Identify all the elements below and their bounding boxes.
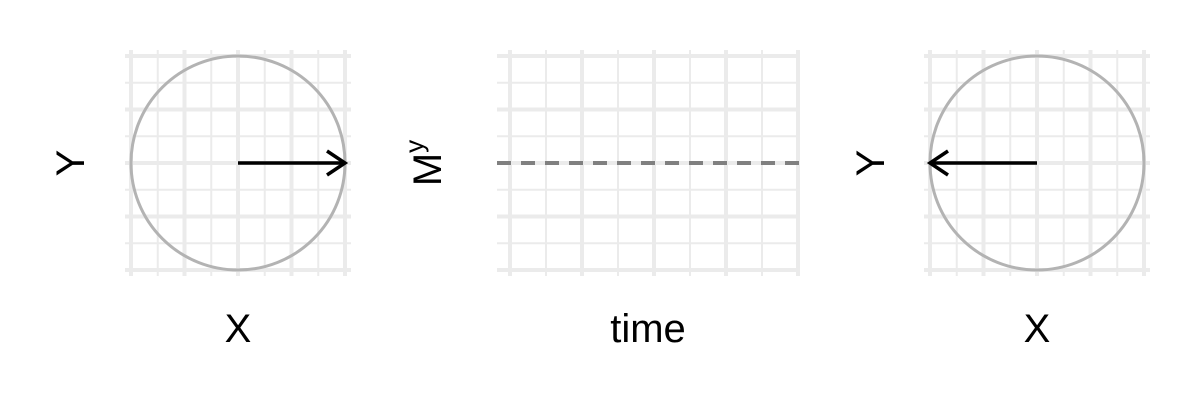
right-x-axis-label: X [1024,307,1051,351]
left-y-axis-label: Y [49,150,93,177]
panel-right-circle-plot: X Y [849,50,1150,351]
left-arrow-head [326,149,349,177]
right-vector-arrow [926,149,1037,177]
right-arrow-head [926,149,949,177]
left-vector-arrow [238,149,349,177]
panel-middle-time-plot: time My [399,50,800,351]
middle-y-axis-label-main: M [406,153,450,186]
middle-y-axis-label: My [399,140,450,186]
right-y-axis-label: Y [849,150,893,177]
middle-y-axis-label-subscript: y [399,140,429,153]
middle-x-axis-label: time [610,307,686,351]
panel-left-circle-plot: X Y [49,50,351,351]
left-x-axis-label: X [225,307,252,351]
